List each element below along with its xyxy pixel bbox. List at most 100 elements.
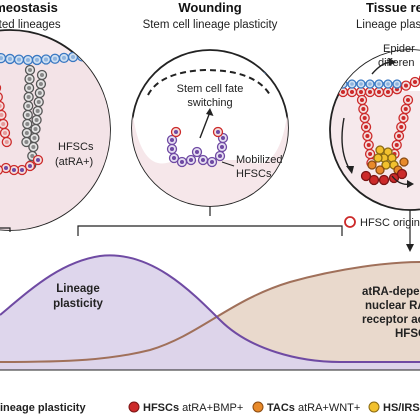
- mobilized-label-line1: Mobilized: [236, 154, 282, 166]
- switch-arrow-head: [206, 108, 214, 116]
- hfsc-cell-nucleus: [385, 89, 391, 95]
- hfsc-cell-nucleus: [3, 165, 9, 171]
- epidermal-cell: [94, 50, 106, 62]
- hfsc-cell-nucleus: [399, 124, 404, 130]
- epidermal-cell: [330, 79, 339, 89]
- hfsc-cell: [0, 100, 5, 112]
- hfsc-cell-nucleus: [1, 121, 6, 127]
- epidermal-cell-nucleus: [16, 57, 22, 62]
- epidermal-cell-nucleus: [377, 82, 381, 86]
- hair-cell-nucleus: [30, 153, 35, 159]
- left-connector: [0, 227, 11, 232]
- hfsc-cell-nucleus: [19, 167, 25, 173]
- middle-panel-subtitle: Stem cell lineage plasticity: [143, 19, 278, 31]
- hfsc-cell-nucleus: [349, 89, 355, 95]
- epidermal-cell-nucleus: [359, 82, 363, 86]
- regen-arrow-bottom-head: [407, 180, 414, 188]
- legend-hfsc-label: HFSCs atRA+BMP+: [143, 402, 243, 414]
- mobilized-hfsc-cell-nucleus: [219, 144, 225, 150]
- epidermal-cell-nucleus: [43, 57, 49, 62]
- left-hfsc-label-line2: (atRA+): [55, 156, 93, 168]
- epidermal-cell-nucleus: [138, 68, 142, 72]
- hs-cell: [375, 145, 385, 155]
- legend-tac-rest: atRA+WNT+: [295, 402, 360, 414]
- atra-label-line2: nuclear RA: [365, 300, 420, 312]
- plasticity-fill: [0, 255, 420, 370]
- epidermal-cell-nucleus: [0, 56, 4, 61]
- hfsc-cell-nucleus: [359, 97, 365, 103]
- hair-cell-nucleus: [27, 85, 32, 91]
- middle-panel: [131, 49, 289, 207]
- hair-cell-nucleus: [25, 112, 30, 118]
- hfsc-cell-nucleus: [364, 124, 369, 130]
- hfsc-cell-nucleus: [173, 129, 179, 135]
- left-hfsc-label-line1: HFSCs: [58, 141, 94, 153]
- left-panel: [0, 29, 111, 231]
- hfsc-cell: [0, 164, 4, 176]
- hair-cell-nucleus: [36, 99, 41, 105]
- hair-cell-nucleus: [34, 117, 39, 123]
- hfsc-cell-nucleus: [361, 106, 366, 112]
- right-panel: [329, 49, 420, 211]
- mobilized-hfsc-cell-nucleus: [220, 135, 226, 141]
- legend-hs-label: HS/IRS WN: [383, 402, 420, 414]
- mobilized-hfsc-cell-nucleus: [200, 157, 206, 163]
- epidermal-cell-nucleus: [132, 68, 134, 72]
- epidermal-cell-nucleus: [52, 56, 58, 61]
- atra-line: [0, 261, 420, 363]
- epidermis-arrow-head: [389, 58, 396, 66]
- hfsc-cell-nucleus: [4, 139, 9, 145]
- epidermal-cell: [271, 65, 281, 75]
- tac-cell: [367, 160, 377, 170]
- hair-cell-nucleus: [35, 108, 40, 114]
- mobilized-hfsc-cell-nucleus: [169, 137, 175, 143]
- legend-tac-label: TACs atRA+WNT+: [267, 402, 360, 414]
- mobilized-hfsc-cell-nucleus: [194, 149, 200, 155]
- epidermal-cell-nucleus: [7, 56, 13, 61]
- epidermal-cell-nucleus: [88, 54, 94, 59]
- switch-arrow: [199, 111, 211, 139]
- hfsc-cell-nucleus: [368, 151, 373, 157]
- right-connector-head: [406, 244, 414, 252]
- legend-tac-bold: TACs: [267, 402, 295, 414]
- hair-cell-nucleus: [32, 135, 37, 141]
- epidermal-cell-nucleus: [79, 54, 85, 59]
- legend-hfsc-bold: HFSCs: [143, 402, 179, 414]
- epidermal-cell-nucleus: [146, 68, 150, 72]
- hair-cell-nucleus: [38, 81, 43, 87]
- epidermal-cell: [132, 65, 137, 75]
- hfsc-cell: [0, 91, 3, 103]
- epidermal-cell: [279, 65, 288, 75]
- middle-tissue: [132, 85, 288, 206]
- epidermal-cell-nucleus: [395, 82, 399, 86]
- mobilized-hfsc-cell-nucleus: [217, 153, 223, 159]
- epidermal-cell: [85, 50, 97, 62]
- epidermal-cell-nucleus: [266, 68, 270, 72]
- hair-cell-nucleus: [26, 94, 31, 100]
- hair-cell-nucleus: [39, 72, 45, 78]
- hfsc-cell-nucleus: [331, 89, 337, 95]
- epidermal-cell-nucleus: [332, 82, 336, 86]
- hfsc-cell-nucleus: [0, 103, 2, 109]
- epidermal-cell-nucleus: [386, 82, 390, 86]
- hfsc-cell-nucleus: [401, 115, 406, 121]
- hfsc-cell-nucleus: [403, 106, 408, 112]
- right-panel-subtitle: Lineage plasti: [356, 19, 420, 31]
- right-panel-title: Tissue re: [366, 0, 420, 15]
- hfsc-cell-nucleus: [396, 133, 402, 139]
- hair-cell-nucleus: [31, 144, 36, 150]
- switch-label-line2: switching: [187, 97, 232, 109]
- curve-area: [0, 254, 420, 371]
- mobilized-hfsc-cell-nucleus: [171, 155, 177, 161]
- mobilized-hfsc-cell-nucleus: [209, 159, 215, 165]
- hfsc-cell: [378, 174, 390, 186]
- middle-panel-title: Wounding: [178, 0, 241, 15]
- hfsc-cell-nucleus: [340, 89, 346, 95]
- mobilized-hfsc-cell-nucleus: [169, 146, 175, 152]
- atra-label-line1: atRA-depe: [362, 286, 420, 298]
- hair-cell-nucleus: [27, 67, 33, 73]
- hfsc-cell: [360, 170, 372, 182]
- epidermal-cell-nucleus: [350, 82, 354, 86]
- epidermal-cell-nucleus: [106, 54, 110, 59]
